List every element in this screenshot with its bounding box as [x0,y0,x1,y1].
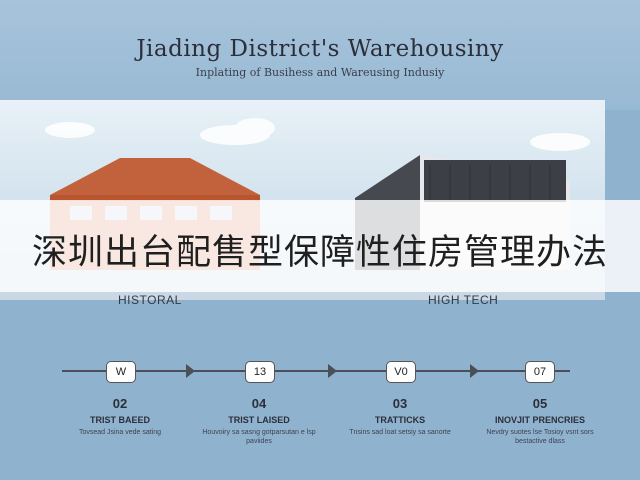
page-title: Jiading District's Warehousiny [136,36,504,62]
high-tech-label: HIGH TECH [428,293,499,307]
step-number: 04 [251,396,267,411]
timeline-step-1: 02 TRIST BAEED Tovsead Jsina vede sating [60,396,180,437]
step-title: TRIST LAISED [228,415,290,425]
clouds [45,118,590,151]
step-title: INOVJIT PRENCRIES [494,415,586,425]
step-description: Houvoiry sa sasng gotparsutan e lsp pavi… [202,429,316,445]
historical-label: HISTORAL [118,293,182,307]
step-description: Tnsins sad loat setsiy sa sanorte [349,429,451,436]
arrow-right-icon [186,364,195,378]
timeline-node-2: 13 [245,361,275,383]
step-description: Nevdry suotes lse Tosioy vsnt sors besta… [486,429,594,445]
timeline-node-1: W [106,361,136,383]
page-subtitle: Inplating of Busihess and Wareusing Indu… [195,66,445,79]
step-title: TRIST BAEED [89,415,150,425]
timeline-line [62,370,570,372]
step-number: 03 [392,396,408,411]
arrow-right-icon [470,364,479,378]
timeline-node-3: V0 [386,361,416,383]
timeline-step-2: 04 TRIST LAISED Houvoiry sa sasng gotpar… [199,396,319,446]
timeline-step-3: 03 TRATTICKS Tnsins sad loat setsiy sa s… [340,396,460,437]
step-title: TRATTICKS [374,415,426,425]
step-number: 02 [112,396,128,411]
overlay-banner-text: 深圳出台配售型保障性住房管理办法 [31,233,608,273]
overlay-banner [0,200,640,292]
arrow-right-icon [328,364,337,378]
step-number: 05 [532,396,548,411]
timeline-node-4: 07 [525,361,555,383]
step-description: Tovsead Jsina vede sating [78,429,162,436]
sky-background [0,0,640,110]
timeline-step-4: 05 INOVJIT PRENCRIES Nevdry suotes lse T… [480,396,600,446]
